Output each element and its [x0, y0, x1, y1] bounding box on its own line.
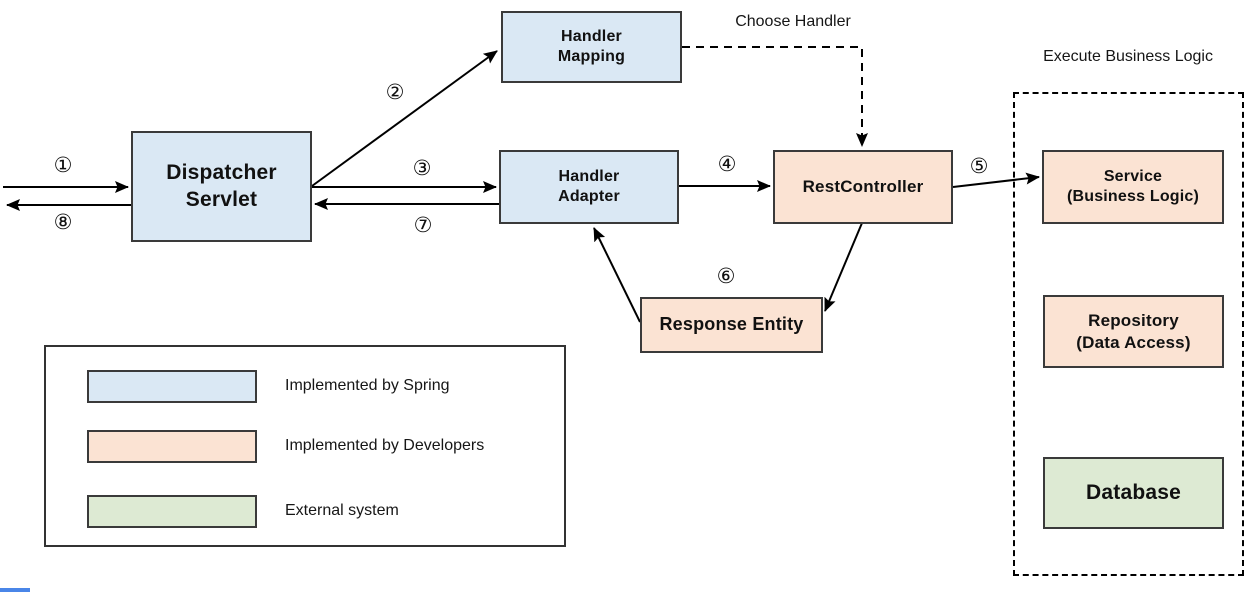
node-dispatcher-servlet: Dispatcher Servlet	[131, 131, 312, 242]
node-handler-mapping: Handler Mapping	[501, 11, 682, 83]
execute-business-logic-group	[1013, 92, 1244, 576]
legend-swatch-developers	[87, 430, 257, 463]
arrow-to-service	[952, 172, 1040, 188]
node-database: Database	[1043, 457, 1224, 529]
step-badge-8: ⑧	[53, 209, 73, 234]
legend-box: Implemented by Spring Implemented by Dev…	[44, 345, 566, 547]
step-badge-6: ⑥	[716, 263, 736, 288]
arrow-to-response-entity	[824, 222, 863, 312]
step-badge-1: ①	[53, 152, 73, 177]
step-badge-7: ⑦	[413, 212, 433, 237]
step-badge-4: ④	[717, 151, 737, 176]
node-rest-controller: RestController	[773, 150, 953, 224]
dashed-choose-handler-connector	[682, 46, 868, 147]
arrow-response-entity-to-adapter	[593, 227, 641, 323]
node-service: Service (Business Logic)	[1042, 150, 1224, 224]
cropped-blue-element	[0, 588, 30, 592]
node-handler-adapter: Handler Adapter	[499, 150, 679, 224]
step-badge-3: ③	[412, 155, 432, 180]
legend-label-developers: Implemented by Developers	[285, 437, 485, 454]
node-response-entity: Response Entity	[640, 297, 823, 353]
legend-swatch-spring	[87, 370, 257, 403]
node-repository: Repository (Data Access)	[1043, 295, 1224, 368]
step-badge-2: ②	[385, 79, 405, 104]
choose-handler-label: Choose Handler	[735, 13, 851, 30]
arrow-to-handler-mapping	[311, 50, 498, 187]
execute-business-logic-label: Execute Business Logic	[1043, 48, 1213, 65]
legend-swatch-external	[87, 495, 257, 528]
legend-label-external: External system	[285, 502, 399, 519]
step-badge-5: ⑤	[969, 153, 989, 178]
legend-label-spring: Implemented by Spring	[285, 377, 450, 394]
